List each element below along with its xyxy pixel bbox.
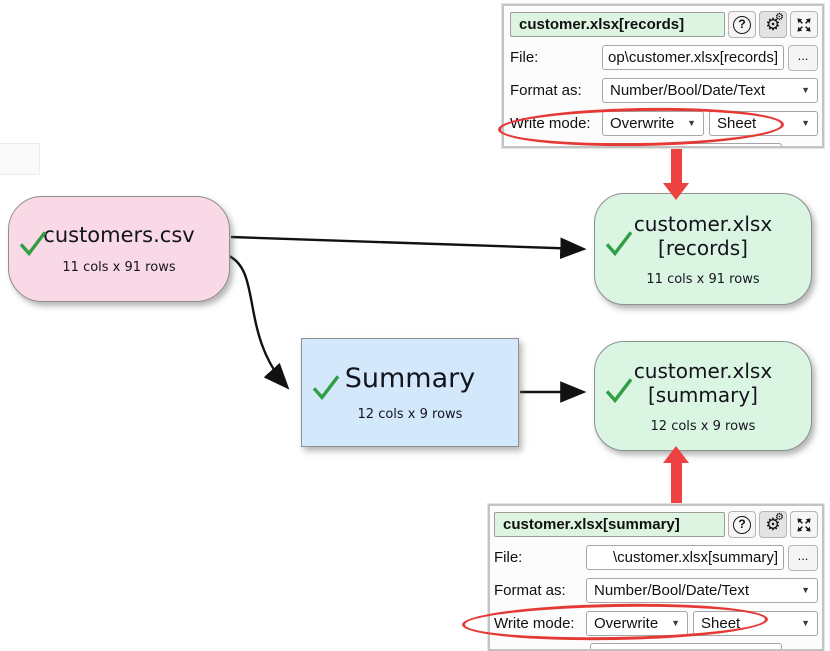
annotation-arrow-down-shaft bbox=[671, 147, 682, 185]
write-mode-label: Write mode: bbox=[510, 115, 591, 132]
node-title: customers.csv bbox=[43, 223, 195, 248]
success-check-icon bbox=[604, 230, 634, 260]
success-check-icon bbox=[604, 377, 634, 407]
output-panel-summary: customer.xlsx[summary] ? ⚙ ⚙ File: \cust… bbox=[488, 504, 824, 651]
node-title-line2: [records] bbox=[658, 235, 748, 260]
gear-icon: ⚙ bbox=[765, 515, 781, 534]
format-as-value: Number/Bool/Date/Text bbox=[610, 82, 766, 99]
node-customers-csv[interactable]: customers.csv 11 cols x 91 rows bbox=[8, 196, 230, 302]
node-dimensions: 12 cols x 9 rows bbox=[357, 406, 463, 422]
help-icon: ? bbox=[733, 515, 751, 534]
node-title: Summary bbox=[344, 363, 476, 395]
connector-source-to-records bbox=[230, 235, 587, 260]
format-as-select[interactable]: Number/Bool/Date/Text ▼ bbox=[602, 78, 818, 103]
gear-small-icon: ⚙ bbox=[775, 512, 784, 523]
expand-icon bbox=[797, 517, 811, 532]
annotation-arrow-down-head bbox=[663, 183, 689, 200]
settings-button[interactable]: ⚙ ⚙ bbox=[759, 11, 787, 38]
gear-icon: ⚙ bbox=[765, 15, 781, 34]
expand-button[interactable] bbox=[790, 11, 818, 38]
help-icon: ? bbox=[733, 15, 751, 34]
format-as-label: Format as: bbox=[510, 82, 582, 99]
gear-small-icon: ⚙ bbox=[775, 12, 784, 23]
annotation-arrow-up-head bbox=[663, 446, 689, 463]
write-target-select[interactable]: Sheet ▼ bbox=[693, 611, 818, 636]
write-mode-value: Overwrite bbox=[594, 615, 659, 632]
output-panel-records: customer.xlsx[records] ? ⚙ ⚙ File: op\cu… bbox=[502, 4, 824, 148]
write-target-value: Sheet bbox=[701, 615, 741, 632]
clipped-next-field bbox=[606, 143, 782, 146]
browse-button[interactable]: ... bbox=[788, 44, 818, 71]
connector-source-to-summary bbox=[228, 254, 290, 390]
expand-icon bbox=[797, 17, 811, 32]
node-title-line1: customer.xlsx bbox=[633, 211, 773, 236]
chevron-down-icon: ▼ bbox=[801, 618, 810, 628]
file-label: File: bbox=[494, 549, 523, 566]
annotation-arrow-up-shaft bbox=[671, 461, 682, 504]
node-summary-transform[interactable]: Summary 12 cols x 9 rows bbox=[301, 338, 519, 447]
chevron-down-icon: ▼ bbox=[687, 118, 696, 128]
node-dimensions: 12 cols x 9 rows bbox=[650, 418, 756, 434]
chevron-down-icon: ▼ bbox=[801, 585, 810, 595]
format-as-select[interactable]: Number/Bool/Date/Text ▼ bbox=[586, 578, 818, 603]
file-input[interactable]: \customer.xlsx[summary] bbox=[586, 545, 784, 570]
browse-button[interactable]: ... bbox=[788, 544, 818, 571]
format-as-label: Format as: bbox=[494, 582, 566, 599]
write-mode-select[interactable]: Overwrite ▼ bbox=[602, 111, 704, 136]
settings-button[interactable]: ⚙ ⚙ bbox=[759, 511, 787, 538]
node-title-line1: customer.xlsx bbox=[633, 358, 773, 383]
clipped-next-field bbox=[590, 643, 782, 649]
panel-title: customer.xlsx[summary] bbox=[494, 512, 725, 537]
file-input[interactable]: op\customer.xlsx[records] bbox=[602, 45, 784, 70]
success-check-icon bbox=[18, 230, 48, 260]
node-dimensions: 11 cols x 91 rows bbox=[62, 259, 176, 275]
chevron-down-icon: ▼ bbox=[801, 118, 810, 128]
file-label: File: bbox=[510, 49, 539, 66]
node-customer-xlsx-summary[interactable]: customer.xlsx [summary] 12 cols x 9 rows bbox=[594, 341, 812, 451]
torn-screenshot-fragment bbox=[0, 143, 40, 175]
node-title-line2: [summary] bbox=[648, 382, 758, 407]
help-button[interactable]: ? bbox=[728, 511, 756, 538]
node-dimensions: 11 cols x 91 rows bbox=[646, 271, 760, 287]
write-mode-label: Write mode: bbox=[494, 615, 575, 632]
write-mode-select[interactable]: Overwrite ▼ bbox=[586, 611, 688, 636]
format-as-value: Number/Bool/Date/Text bbox=[594, 582, 750, 599]
panel-title: customer.xlsx[records] bbox=[510, 12, 725, 37]
expand-button[interactable] bbox=[790, 511, 818, 538]
file-value: op\customer.xlsx[records] bbox=[608, 49, 779, 66]
node-customer-xlsx-records[interactable]: customer.xlsx [records] 11 cols x 91 row… bbox=[594, 193, 812, 305]
write-mode-value: Overwrite bbox=[610, 115, 675, 132]
help-button[interactable]: ? bbox=[728, 11, 756, 38]
chevron-down-icon: ▼ bbox=[671, 618, 680, 628]
success-check-icon bbox=[311, 374, 341, 404]
write-target-value: Sheet bbox=[717, 115, 757, 132]
chevron-down-icon: ▼ bbox=[801, 85, 810, 95]
file-value: \customer.xlsx[summary] bbox=[612, 549, 778, 566]
write-target-select[interactable]: Sheet ▼ bbox=[709, 111, 818, 136]
